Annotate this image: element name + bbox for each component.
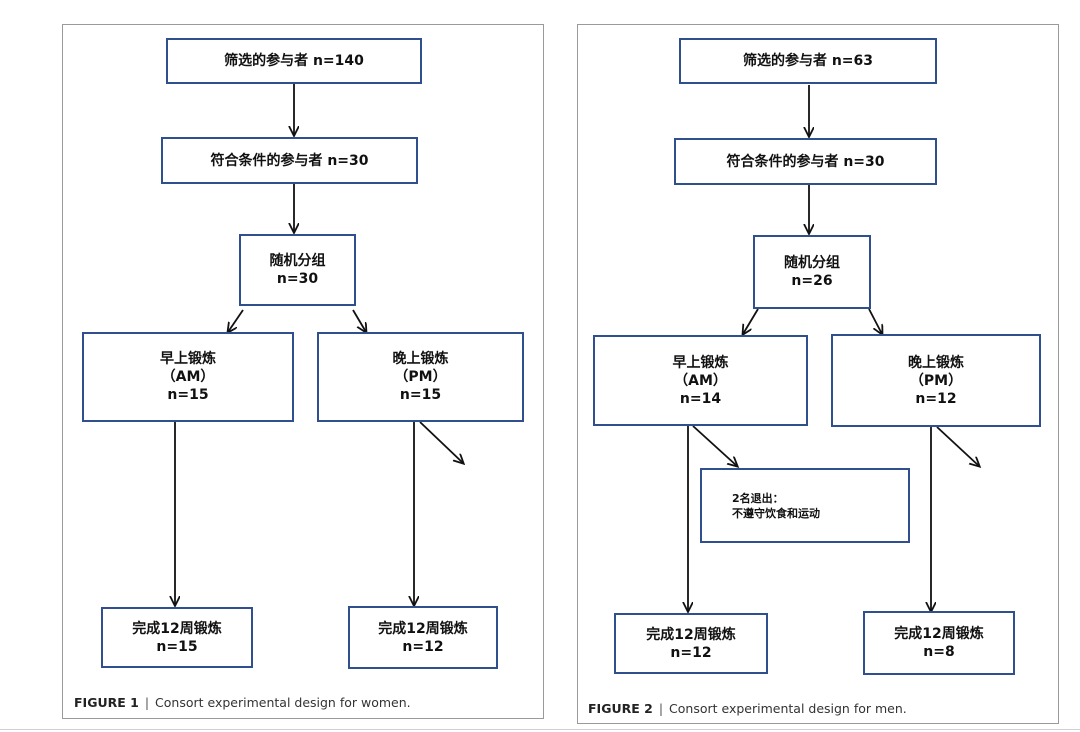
pm-label: 晚上锻炼 <box>392 351 449 367</box>
am-completed-label: 完成12周锻炼 <box>646 626 736 643</box>
figure-1-label: FIGURE 1 <box>74 695 139 710</box>
eligible-box: 符合条件的参与者 n=30 <box>674 138 937 185</box>
randomization-label: 随机分组 <box>269 253 326 269</box>
eligible-box: 符合条件的参与者 n=30 <box>161 137 418 184</box>
am-completed-count: n=15 <box>156 638 198 655</box>
caption-separator: | <box>144 695 150 710</box>
randomization-count: n=30 <box>276 271 319 287</box>
pm-count: n=12 <box>915 390 957 407</box>
dropout-count: 2名退出： <box>732 491 784 505</box>
am-label: 早上锻炼 <box>160 351 216 367</box>
caption-separator: | <box>658 701 664 716</box>
arrow-pm-dropout <box>419 421 463 463</box>
pm-completed-label: 完成12周锻炼 <box>378 620 468 637</box>
am-completed-box: 完成12周锻炼 n=12 <box>614 613 768 674</box>
figure-1-panel: 筛选的参与者 n=140 符合条件的参与者 n=30 随机分组 n=30 早上锻… <box>62 24 544 719</box>
figure-2-caption-text: Consort experimental design for men. <box>669 701 907 716</box>
screened-box: 筛选的参与者 n=140 <box>166 38 422 84</box>
randomization-box: 随机分组 n=26 <box>753 235 871 309</box>
pm-exercise-box: 晚上锻炼 （PM） n=15 <box>317 332 524 422</box>
dropout-box: 2名退出： 不遵守饮食和运动 <box>700 468 910 543</box>
eligible-label: 符合条件的参与者 n=30 <box>726 153 885 170</box>
arrow-random-to-am <box>743 308 759 334</box>
page-bottom-divider <box>0 729 1080 730</box>
dropout-reason: 不遵守饮食和运动 <box>732 506 820 520</box>
am-completed-label: 完成12周锻炼 <box>132 620 222 637</box>
figure-2-panel: 筛选的参与者 n=63 符合条件的参与者 n=30 随机分组 n=26 早上锻炼… <box>577 24 1059 724</box>
figure-1-caption-text: Consort experimental design for women. <box>155 695 411 710</box>
arrow-am-to-dropout <box>692 425 737 466</box>
pm-completed-count: n=8 <box>923 644 955 660</box>
pm-abbrev: （PM） <box>394 369 447 385</box>
am-count: n=14 <box>679 390 722 407</box>
figure-1-caption: FIGURE 1 | Consort experimental design f… <box>74 695 411 710</box>
pm-exercise-box: 晚上锻炼 （PM） n=12 <box>831 334 1041 427</box>
pm-completed-box: 完成12周锻炼 n=8 <box>863 611 1015 675</box>
am-completed-count: n=12 <box>670 644 712 661</box>
am-abbrev: （AM） <box>161 369 215 385</box>
arrow-pm-dropout <box>936 426 979 466</box>
am-completed-box: 完成12周锻炼 n=15 <box>101 607 253 668</box>
am-label: 早上锻炼 <box>672 354 729 371</box>
am-abbrev: （AM） <box>674 372 727 389</box>
screened-label: 筛选的参与者 n=140 <box>224 53 364 69</box>
am-count: n=15 <box>167 387 209 403</box>
pm-completed-box: 完成12周锻炼 n=12 <box>348 606 498 669</box>
pm-abbrev: （PM） <box>909 372 963 389</box>
pm-label: 晚上锻炼 <box>908 354 964 371</box>
randomization-box: 随机分组 n=30 <box>239 234 356 306</box>
am-exercise-box: 早上锻炼 （AM） n=14 <box>593 335 808 426</box>
arrow-random-to-pm <box>352 309 366 332</box>
arrow-random-to-pm <box>868 308 882 334</box>
pm-completed-label: 完成12周锻炼 <box>894 626 984 642</box>
arrow-random-to-am <box>228 309 244 332</box>
screened-box: 筛选的参与者 n=63 <box>679 38 937 84</box>
figure-2-label: FIGURE 2 <box>588 701 653 716</box>
pm-completed-count: n=12 <box>402 638 444 655</box>
am-exercise-box: 早上锻炼 （AM） n=15 <box>82 332 294 422</box>
randomization-count: n=26 <box>791 273 833 289</box>
figure-2-caption: FIGURE 2 | Consort experimental design f… <box>588 701 907 716</box>
randomization-label: 随机分组 <box>784 255 840 271</box>
screened-label: 筛选的参与者 n=63 <box>742 53 874 69</box>
eligible-label: 符合条件的参与者 n=30 <box>210 152 369 169</box>
pm-count: n=15 <box>399 387 442 403</box>
